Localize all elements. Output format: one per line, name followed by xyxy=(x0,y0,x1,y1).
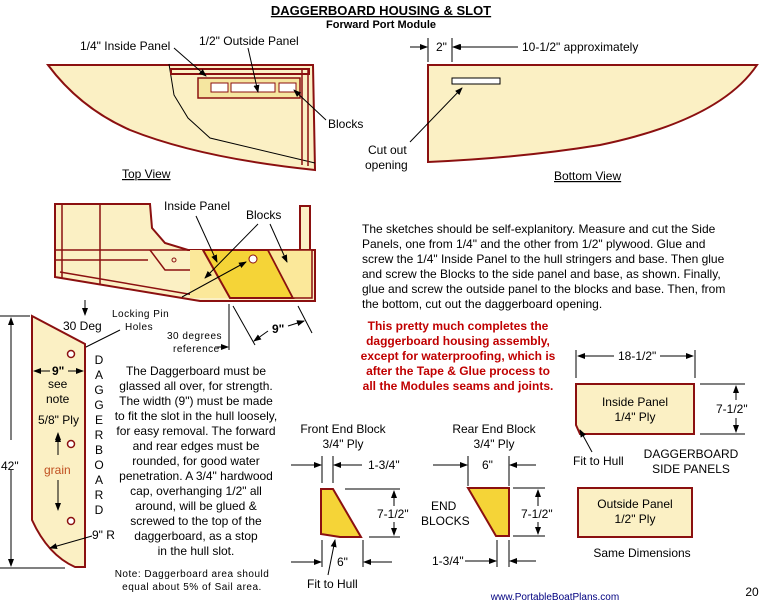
svg-text:Fit to Hull: Fit to Hull xyxy=(307,577,358,591)
svg-text:except for waterproofing, whic: except for waterproofing, which is xyxy=(361,349,556,363)
page-number: 20 xyxy=(745,585,759,599)
svg-text:A: A xyxy=(95,473,103,487)
svg-text:SIDE PANELS: SIDE PANELS xyxy=(652,462,730,476)
cutout-label-2: opening xyxy=(365,158,408,172)
page-subtitle: Forward Port Module xyxy=(326,19,436,31)
svg-text:6": 6" xyxy=(337,555,348,569)
top-view: 1/4" Inside Panel 1/2" Outside Panel Blo… xyxy=(46,34,363,181)
svg-text:1/2" Ply: 1/2" Ply xyxy=(615,512,656,526)
svg-text:7-1/2": 7-1/2" xyxy=(377,507,409,521)
reference-label: 30 degrees xyxy=(167,331,222,342)
side-blocks-label: Blocks xyxy=(246,208,281,222)
svg-text:7-1/2": 7-1/2" xyxy=(521,507,553,521)
svg-text:D: D xyxy=(95,503,104,517)
svg-text:Inside Panel: Inside Panel xyxy=(602,395,668,409)
svg-text:3/4" Ply: 3/4" Ply xyxy=(474,437,515,451)
svg-text:1-3/4": 1-3/4" xyxy=(432,554,464,568)
svg-text:glue and screw the outside pan: glue and screw the outside panel to the … xyxy=(362,282,725,296)
svg-text:rounded, for good water: rounded, for good water xyxy=(132,454,259,468)
svg-text:to fit the slot in the hull lo: to fit the slot in the hull loosely, xyxy=(115,409,278,423)
svg-text:glassed all over, for strength: glassed all over, for strength. xyxy=(119,379,272,393)
footnote-line-2: equal about 5% of Sail area. xyxy=(122,582,262,593)
width-label: 9" xyxy=(52,364,64,378)
svg-text:E: E xyxy=(95,413,103,427)
svg-text:Fit to Hull: Fit to Hull xyxy=(573,454,624,468)
highlight-note: This pretty much completes the daggerboa… xyxy=(361,319,556,393)
svg-text:A: A xyxy=(95,368,103,382)
angle-label: 30 Deg xyxy=(63,319,102,333)
svg-text:This pretty much completes the: This pretty much completes the xyxy=(368,319,549,333)
page-title: DAGGERBOARD HOUSING & SLOT xyxy=(271,3,491,18)
blocks-label: Blocks xyxy=(328,117,363,131)
inside-panel-label: 1/4" Inside Panel xyxy=(80,39,170,53)
svg-text:screw the 1/4" Inside Panel to: screw the 1/4" Inside Panel to the hull … xyxy=(362,252,725,266)
svg-text:daggerboard, as a stop: daggerboard, as a stop xyxy=(134,529,258,543)
grain-label: grain xyxy=(44,463,71,477)
svg-text:after the Tape & Glue process: after the Tape & Glue process to xyxy=(366,364,550,378)
svg-text:The sketches should be self-ex: The sketches should be self-explanitory.… xyxy=(362,222,716,236)
side-view: Inside Panel Blocks Locking Pin Holes 30… xyxy=(54,199,316,355)
daggerboard-vertical-label: D A G G E R B O A R D xyxy=(94,353,103,517)
daggerboard-notes: The Daggerboard must be glassed all over… xyxy=(115,364,278,558)
svg-text:and screw the Blocks to the si: and screw the Blocks to the side panel a… xyxy=(362,267,721,281)
rear-end-block: Rear End Block 3/4" Ply 6" END BLOCKS 7-… xyxy=(421,422,553,568)
svg-text:around, will be glued &: around, will be glued & xyxy=(135,499,256,513)
svg-text:G: G xyxy=(94,398,103,412)
svg-text:The width (9") must be made: The width (9") must be made xyxy=(119,394,273,408)
svg-text:screwed to the top of the: screwed to the top of the xyxy=(130,514,262,528)
svg-text:cap, overhanging 1/2" all: cap, overhanging 1/2" all xyxy=(130,484,262,498)
bottom-view: 2" 10-1/2" approximately Cut out opening… xyxy=(365,38,759,183)
svg-text:and rear edges must be: and rear edges must be xyxy=(133,439,260,453)
bottom-dim-length: 10-1/2" approximately xyxy=(522,40,638,54)
svg-text:B: B xyxy=(95,443,103,457)
svg-text:Panels, one from 1/4" and the: Panels, one from 1/4" and the other from… xyxy=(362,237,705,251)
cutout-label: Cut out xyxy=(368,143,407,157)
svg-text:R: R xyxy=(95,488,104,502)
side-inside-panel-label: Inside Panel xyxy=(164,199,230,213)
svg-text:3/4" Ply: 3/4" Ply xyxy=(323,437,364,451)
length-label: 42" xyxy=(1,459,19,473)
daggerboard: 42" 9" see note 5/8" Ply grain 9" R D A … xyxy=(0,314,278,593)
svg-text:Front End Block: Front End Block xyxy=(300,422,386,436)
svg-text:1-3/4": 1-3/4" xyxy=(368,458,400,472)
ply-label: 5/8" Ply xyxy=(38,413,79,427)
svg-text:daggerboard housing assembly,: daggerboard housing assembly, xyxy=(366,334,550,348)
side-width-label: 9" xyxy=(272,322,284,336)
svg-text:the bottom, cut out the dagger: the bottom, cut out the daggerboard open… xyxy=(362,297,602,311)
svg-text:penetration. A 3/4" hardwood: penetration. A 3/4" hardwood xyxy=(119,469,273,483)
bottom-view-label: Bottom View xyxy=(554,169,621,183)
svg-text:R: R xyxy=(95,428,104,442)
svg-text:DAGGERBOARD: DAGGERBOARD xyxy=(644,447,739,461)
radius-label: 9" R xyxy=(92,528,115,542)
front-end-block: Front End Block 3/4" Ply 1-3/4" 7-1/2" 6… xyxy=(291,422,409,591)
side-panels: 18-1/2" Inside Panel 1/4" Ply 7-1/2" Fit… xyxy=(573,349,748,560)
svg-text:6": 6" xyxy=(482,458,493,472)
outside-panel-label: 1/2" Outside Panel xyxy=(199,34,299,48)
svg-text:END: END xyxy=(431,499,457,513)
bottom-dim-2in: 2" xyxy=(436,40,447,54)
svg-text:in the hull slot.: in the hull slot. xyxy=(158,544,235,558)
pin-holes-label: Locking Pin xyxy=(112,309,169,320)
see-note-label: see xyxy=(48,377,68,391)
svg-text:18-1/2": 18-1/2" xyxy=(618,349,656,363)
svg-text:for easy removal. The forward: for easy removal. The forward xyxy=(116,424,275,438)
svg-text:7-1/2": 7-1/2" xyxy=(716,402,748,416)
svg-text:1/4" Ply: 1/4" Ply xyxy=(615,410,656,424)
svg-text:Outside Panel: Outside Panel xyxy=(597,497,672,511)
svg-text:The Daggerboard must be: The Daggerboard must be xyxy=(126,364,266,378)
footnote-line-1: Note: Daggerboard area should xyxy=(115,569,270,580)
instructions: The sketches should be self-explanitory.… xyxy=(362,222,725,311)
svg-text:D: D xyxy=(95,353,104,367)
svg-text:Same Dimensions: Same Dimensions xyxy=(593,546,690,560)
reference-label-2: reference xyxy=(173,344,220,355)
svg-text:BLOCKS: BLOCKS xyxy=(421,514,470,528)
website-link[interactable]: www.PortableBoatPlans.com xyxy=(490,592,619,603)
svg-text:O: O xyxy=(94,458,103,472)
see-note-label-2: note xyxy=(46,392,70,406)
svg-text:Rear End Block: Rear End Block xyxy=(452,422,536,436)
svg-text:all the Modules seams and join: all the Modules seams and joints. xyxy=(363,379,554,393)
pin-holes-label-2: Holes xyxy=(125,322,153,333)
svg-text:G: G xyxy=(94,383,103,397)
top-view-label: Top View xyxy=(122,167,171,181)
